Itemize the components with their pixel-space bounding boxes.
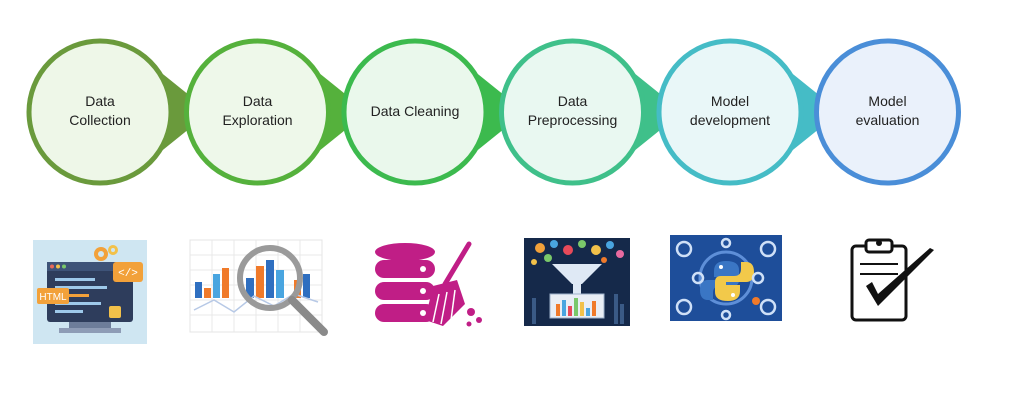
database-broom-icon [375, 241, 482, 327]
clipboard-check-icon [850, 238, 934, 322]
pipeline-step-label: Data Preprocessing [527, 93, 618, 128]
pipeline-step-label: Model development [689, 93, 771, 128]
pipeline-step-label: Data Collection [69, 93, 131, 128]
pipeline-step-label: Data Exploration [222, 93, 293, 128]
pipeline-step-circle [26, 38, 174, 186]
pipeline-step-circle [341, 38, 489, 186]
svg-text:</>: </> [118, 268, 138, 280]
svg-text:HTML: HTML [39, 292, 67, 303]
pipeline-step-circle [184, 38, 331, 186]
pipeline-step-label: Data Cleaning [370, 102, 460, 119]
data-funnel-icon [524, 238, 630, 326]
python-gears-icon [670, 235, 782, 321]
html-code-window-icon: </> HTML [33, 240, 147, 344]
magnifier-bar-chart-icon [189, 239, 328, 336]
pipeline-step-circle [656, 38, 804, 186]
pipeline-step-circle [499, 38, 646, 186]
pipeline-step-label: Model evaluation [855, 93, 920, 128]
pipeline-step-circle [814, 38, 961, 186]
